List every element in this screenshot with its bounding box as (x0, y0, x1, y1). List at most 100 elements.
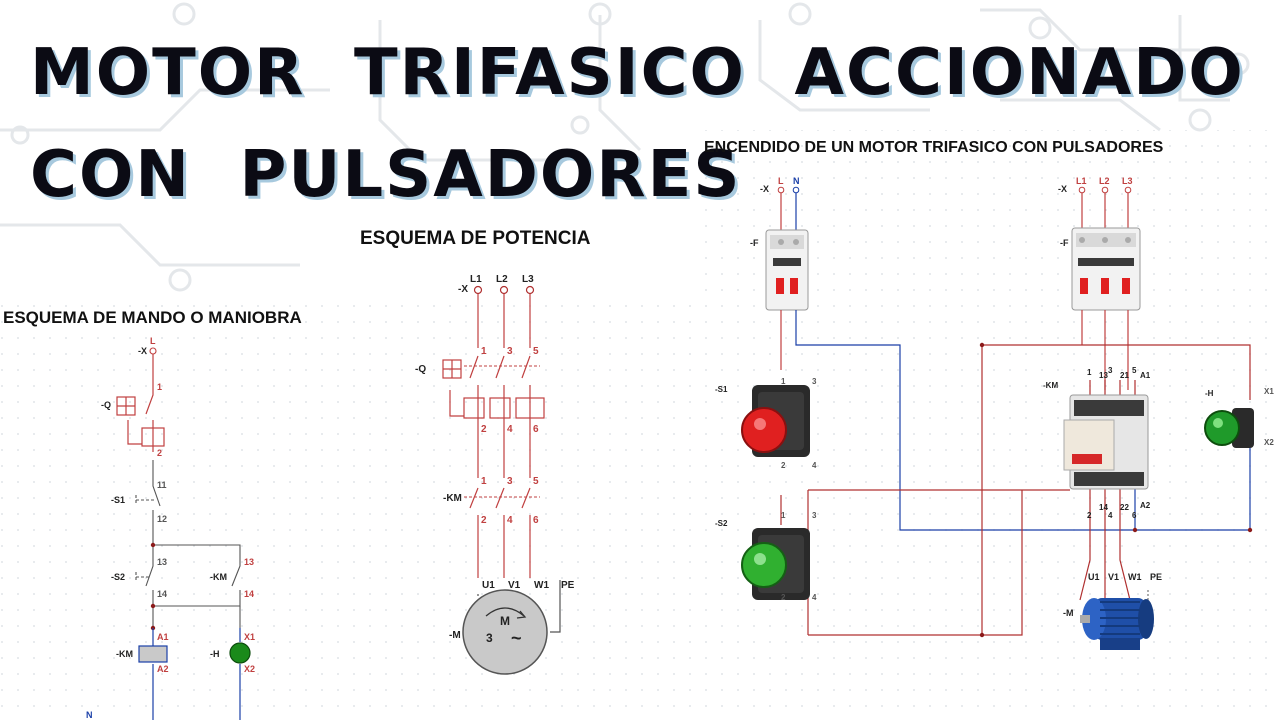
wiring-s1-contact-3: 3 (812, 377, 817, 386)
power-motor-tag: -M (449, 630, 461, 641)
power-phase-l2: L2 (496, 274, 508, 285)
wiring-three-breaker-tag: -F (1060, 238, 1069, 248)
wiring-km-top-3: 3 (1108, 366, 1113, 375)
power-contactor-top-1: 1 (481, 476, 487, 487)
wiring-km-top-1: 1 (1087, 368, 1092, 377)
power-breaker-top-3: 3 (507, 346, 513, 357)
power-contactor-bottom-4: 4 (507, 515, 513, 526)
wiring-single-l: L (778, 176, 784, 186)
wiring-km-top-13: 13 (1099, 371, 1108, 380)
wiring-km-bottom-a2: A2 (1140, 501, 1151, 510)
wiring-km-bottom-2: 2 (1087, 511, 1092, 520)
power-breaker-bottom-2: 2 (481, 424, 487, 435)
wiring-km-bottom-4: 4 (1108, 511, 1113, 520)
wiring-single-breaker-tag: -F (750, 238, 759, 248)
wiring-single-terminal: -X (760, 184, 769, 194)
control-lamp-bottom: X2 (244, 664, 255, 674)
control-s1-top: 11 (157, 480, 167, 490)
page-title-line-1: MOTOR TRIFASICO ACCIONADO (30, 36, 1245, 110)
power-breaker-top-5: 5 (533, 346, 539, 357)
power-motor-phases: 3 (486, 631, 493, 645)
power-breaker-bottom-4: 4 (507, 424, 513, 435)
power-motor-ac-symbol: ~ (511, 628, 522, 648)
control-km-contact-top: 13 (244, 557, 254, 567)
control-s1-bottom: 12 (157, 514, 167, 524)
control-coil-top: A1 (157, 632, 169, 642)
wiring-s2-green-button (741, 528, 810, 600)
control-neutral-label: N (86, 710, 93, 720)
wiring-single-n: N (793, 176, 800, 186)
power-terminal-label: -X (458, 284, 468, 295)
wiring-km-bottom-14: 14 (1099, 503, 1108, 512)
power-breaker-top-1: 1 (481, 346, 487, 357)
wiring-three-l2: L2 (1099, 176, 1110, 186)
power-motor-symbol (462, 589, 548, 675)
wiring-diagram-title: ENCENDIDO DE UN MOTOR TRIFASICO CON PULS… (704, 139, 1164, 156)
control-s1-tag: -S1 (111, 495, 125, 505)
power-contactor-top-3: 3 (507, 476, 513, 487)
wiring-three-l1: L1 (1076, 176, 1087, 186)
power-diagram-title: ESQUEMA DE POTENCIA (360, 228, 591, 249)
power-phase-l3: L3 (522, 274, 534, 285)
wiring-s2-tag: -S2 (715, 519, 728, 528)
power-breaker-bottom-6: 6 (533, 424, 539, 435)
wiring-s2-contact-3: 3 (812, 511, 817, 520)
wiring-km-bottom-22: 22 (1120, 503, 1129, 512)
control-lamp-top: X1 (244, 632, 255, 642)
wiring-s2-contact-1: 1 (781, 511, 786, 520)
control-line-label: L (150, 336, 156, 346)
wiring-s2-contact-4: 4 (812, 593, 817, 602)
control-pilot-lamp (229, 642, 251, 664)
wiring-motor-tag: -M (1063, 608, 1074, 618)
wiring-lamp-x1: X1 (1264, 387, 1274, 396)
control-breaker-bottom: 2 (157, 448, 162, 458)
wiring-motor-w1: W1 (1128, 572, 1142, 582)
control-diagram-title: ESQUEMA DE MANDO O MANIOBRA (3, 308, 302, 327)
wiring-motor-u1: U1 (1088, 572, 1100, 582)
wiring-contactor (1063, 394, 1149, 490)
power-contactor-bottom-2: 2 (481, 515, 487, 526)
wiring-s1-tag: -S1 (715, 385, 728, 394)
wiring-s1-red-button (741, 385, 810, 457)
wiring-km-bottom-6: 6 (1132, 511, 1137, 520)
wiring-km-top-a1: A1 (1140, 371, 1151, 380)
wiring-motor-pe: PE (1150, 572, 1162, 582)
control-breaker-tag: -Q (101, 400, 111, 410)
control-coil-bottom: A2 (157, 664, 169, 674)
wiring-s1-contact-4: 4 (812, 461, 817, 470)
wiring-s2-contact-2: 2 (781, 593, 786, 602)
wiring-pilot-lamp (1204, 408, 1254, 448)
control-contactor-coil (138, 645, 168, 663)
power-motor-pe: PE (561, 580, 575, 591)
wiring-three-l3: L3 (1122, 176, 1133, 186)
power-breaker-tag: -Q (415, 364, 426, 375)
control-s2-bottom: 14 (157, 589, 167, 599)
wiring-three-terminal: -X (1058, 184, 1067, 194)
wiring-motor-image (1080, 598, 1154, 650)
wiring-lamp-x2: X2 (1264, 438, 1274, 447)
power-motor-u1: U1 (482, 580, 495, 591)
control-terminal-label: -X (138, 346, 147, 356)
control-lamp-tag: -H (210, 649, 220, 659)
wiring-single-breaker (765, 229, 809, 311)
wiring-km-top-5: 5 (1132, 366, 1137, 375)
control-s2-top: 13 (157, 557, 167, 567)
wiring-s1-contact-2: 2 (781, 461, 786, 470)
control-s2-tag: -S2 (111, 572, 125, 582)
wiring-km-top-21: 21 (1120, 371, 1129, 380)
power-contactor-top-5: 5 (533, 476, 539, 487)
control-km-contact-tag: -KM (210, 572, 227, 582)
wiring-three-breaker (1071, 227, 1141, 311)
power-contactor-tag: -KM (443, 493, 462, 504)
wiring-motor-v1: V1 (1108, 572, 1119, 582)
wiring-s1-contact-1: 1 (781, 377, 786, 386)
power-phase-l1: L1 (470, 274, 482, 285)
power-motor-w1: W1 (534, 580, 549, 591)
control-km-contact-bottom: 14 (244, 589, 254, 599)
page-title-line-2: CON PULSADORES (30, 138, 742, 212)
control-breaker-top: 1 (157, 382, 162, 392)
